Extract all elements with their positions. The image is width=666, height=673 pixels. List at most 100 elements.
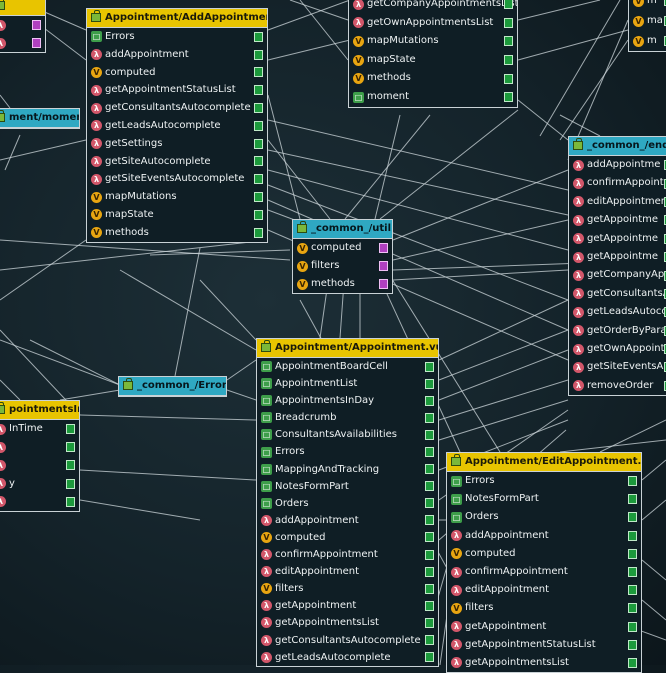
connector-port-icon[interactable] (66, 424, 75, 435)
connector-port-icon[interactable] (664, 344, 666, 355)
member-row[interactable]: □AppointmentsInDay (257, 392, 438, 409)
connector-port-icon[interactable] (379, 261, 388, 271)
member-row[interactable]: □Orders (447, 508, 641, 526)
node-edit-appointment[interactable]: Appointment/EditAppointment.vue□Errors□N… (446, 452, 642, 673)
connector-port-icon[interactable] (628, 530, 637, 541)
connector-port-icon[interactable] (32, 20, 41, 30)
member-row[interactable]: □Breadcrumb (257, 409, 438, 426)
node-header[interactable]: Appointment/AddAppointment.vue (87, 9, 267, 28)
member-row[interactable]: □ConsultantsAvailabilities (257, 426, 438, 443)
connector-port-icon[interactable] (66, 460, 75, 471)
node-header[interactable]: Appointment/EditAppointment.vue (447, 453, 641, 472)
node-header[interactable]: _common_/end (569, 137, 666, 156)
connector-port-icon[interactable] (628, 512, 637, 523)
node-appointment[interactable]: Appointment/Appointment.vue□AppointmentB… (256, 338, 439, 667)
connector-port-icon[interactable] (254, 192, 263, 203)
member-row[interactable]: □AppointmentList (257, 375, 438, 392)
connector-port-icon[interactable] (628, 548, 637, 559)
connector-port-icon[interactable] (425, 600, 434, 611)
connector-port-icon[interactable] (425, 481, 434, 492)
connector-port-icon[interactable] (504, 73, 513, 84)
connector-port-icon[interactable] (425, 549, 434, 560)
member-row[interactable]: □NotesFormPart (447, 490, 641, 508)
connector-port-icon[interactable] (254, 49, 263, 60)
connector-port-icon[interactable] (425, 447, 434, 458)
node-add-appointment[interactable]: Appointment/AddAppointment.vue□Errorsλad… (86, 8, 268, 243)
connector-port-icon[interactable] (425, 532, 434, 543)
node-appointments-in-day[interactable]: pointmentsInDay.vueλInTimeλλλyλ (0, 400, 80, 512)
connector-port-icon[interactable] (664, 325, 666, 336)
connector-port-icon[interactable] (628, 657, 637, 668)
connector-port-icon[interactable] (425, 617, 434, 628)
connector-port-icon[interactable] (628, 621, 637, 632)
member-row[interactable]: λ (0, 456, 79, 474)
connector-port-icon[interactable] (664, 233, 666, 244)
node-common-util[interactable]: _common_/util.jsVcomputedVfiltersVmethod… (292, 219, 393, 294)
connector-port-icon[interactable] (66, 496, 75, 507)
member-row[interactable]: □Errors (447, 472, 641, 490)
connector-port-icon[interactable] (425, 464, 434, 475)
member-row[interactable]: λInTime (0, 420, 79, 438)
member-row[interactable]: □Orders (257, 495, 438, 512)
connector-port-icon[interactable] (504, 55, 513, 66)
connector-port-icon[interactable] (254, 67, 263, 78)
connector-port-icon[interactable] (425, 412, 434, 423)
connector-port-icon[interactable] (425, 515, 434, 526)
node-header[interactable]: _common_/Errors.js (119, 377, 226, 396)
member-row[interactable]: □NotesFormPart (257, 478, 438, 495)
connector-port-icon[interactable] (254, 138, 263, 149)
connector-port-icon[interactable] (628, 639, 637, 650)
connector-port-icon[interactable] (628, 476, 637, 487)
connector-port-icon[interactable] (425, 566, 434, 577)
connector-port-icon[interactable] (664, 252, 666, 263)
connector-port-icon[interactable] (504, 36, 513, 47)
connector-port-icon[interactable] (254, 85, 263, 96)
connector-port-icon[interactable] (425, 429, 434, 440)
node-header[interactable]: _common_/util.js (293, 220, 392, 239)
node-moment-dts[interactable]: ment/moment.d.ts (0, 108, 80, 129)
connector-port-icon[interactable] (628, 494, 637, 505)
connector-port-icon[interactable] (664, 0, 666, 6)
connector-port-icon[interactable] (379, 279, 388, 289)
member-row[interactable]: λ (0, 16, 45, 34)
connector-port-icon[interactable] (504, 92, 513, 103)
connector-port-icon[interactable] (664, 270, 666, 281)
connector-port-icon[interactable] (664, 288, 666, 299)
connector-port-icon[interactable] (254, 156, 263, 167)
node-common-errors[interactable]: _common_/Errors.js (118, 376, 227, 397)
